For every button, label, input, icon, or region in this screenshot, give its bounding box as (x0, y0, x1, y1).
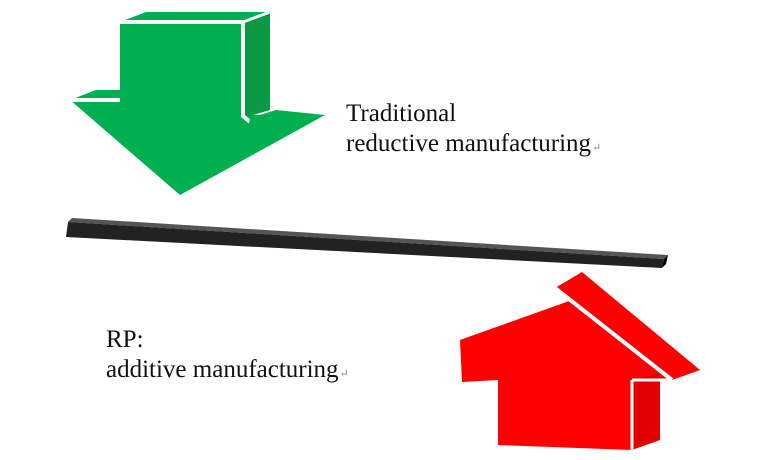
up-arrow-icon (460, 272, 700, 450)
label-top-line2-wrap: reductive manufacturing↵ (346, 129, 601, 163)
beam-top-face (68, 218, 668, 259)
down-arrow-edge-top (242, 10, 271, 24)
label-top-line2: reductive manufacturing (346, 130, 592, 157)
label-traditional-reductive: Traditional reductive manufacturing↵ (346, 99, 601, 163)
down-arrow-icon (70, 10, 325, 195)
label-bottom-line2: additive manufacturing (106, 356, 339, 383)
label-bottom-line1: RP: (106, 326, 144, 353)
label-rp-additive: RP: additive manufacturing↵ (106, 325, 349, 389)
down-arrow-edge (120, 20, 252, 124)
up-arrow-ridge (553, 286, 674, 382)
return-mark-icon: ↵ (592, 142, 602, 154)
down-arrow-right-wing (248, 110, 325, 128)
down-arrow-side-face (243, 12, 270, 118)
down-arrow-top-face (120, 12, 270, 22)
up-arrow-side-face (632, 372, 660, 450)
return-mark-icon: ↵ (339, 368, 349, 380)
beam-end-face (662, 255, 668, 268)
horizontal-bar (66, 218, 668, 268)
label-top-line1: Traditional (346, 100, 457, 127)
down-arrow-front (70, 22, 325, 195)
label-bottom-line2-wrap: additive manufacturing↵ (106, 355, 349, 389)
up-arrow-top-face (555, 272, 700, 380)
down-arrow-left-wing (70, 90, 120, 100)
beam-front-face (66, 222, 664, 268)
